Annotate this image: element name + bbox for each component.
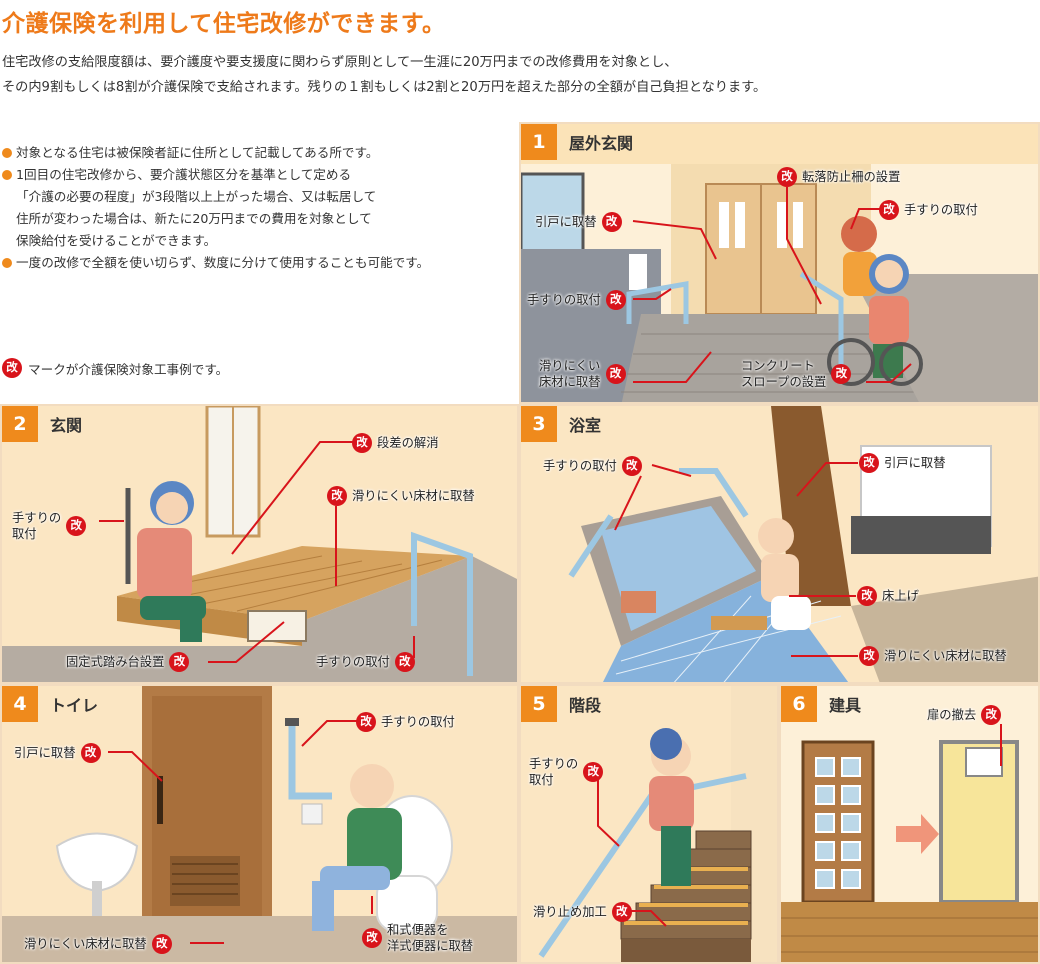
label-handrail: 手すりの 取付 改 bbox=[12, 510, 87, 542]
note-item: 1回目の住宅改修から、要介護状態区分を基準として定める bbox=[2, 164, 429, 186]
label-non-slip-floor: 改 滑りにくい床材に取替 bbox=[327, 486, 475, 506]
kai-mark-icon: 改 bbox=[981, 705, 1002, 725]
label-raised-floor: 改 床上げ bbox=[857, 586, 919, 606]
panel-number: 3 bbox=[521, 406, 557, 442]
panel-number: 6 bbox=[781, 686, 817, 722]
note-continuation: 住所が変わった場合は、新たに20万円までの費用を対象として bbox=[16, 211, 372, 226]
panel-outdoor-entrance: 1 屋外玄関 改 転落防止柵の設置 改 手すりの取付 引戸に取替 改 手すりの取… bbox=[519, 122, 1040, 404]
label-handrail: 手すりの 取付 改 bbox=[529, 756, 604, 788]
kai-mark-icon: 改 bbox=[621, 456, 642, 476]
label-step-removal: 改 段差の解消 bbox=[352, 433, 439, 453]
intro-line: その内9割もしくは8割が介護保険で支給されます。残りの１割もしくは2割と20万円… bbox=[2, 80, 767, 95]
kai-mark-icon: 改 bbox=[859, 453, 879, 473]
outdoor-entrance-illustration bbox=[521, 124, 1038, 402]
label-western-toilet: 改 和式便器を 洋式便器に取替 bbox=[362, 922, 473, 954]
kai-mark-icon: 改 bbox=[2, 358, 22, 378]
panel-header: 3 浴室 bbox=[521, 406, 601, 442]
panel-title: 玄関 bbox=[50, 416, 83, 435]
label-non-slip-floor: 滑りにくい 床材に取替 改 bbox=[539, 358, 626, 390]
kai-mark-icon: 改 bbox=[605, 364, 626, 384]
kai-mark-icon: 改 bbox=[352, 433, 372, 453]
label-handrail-2: 手すりの取付 改 bbox=[316, 652, 415, 672]
label-anti-slip: 滑り止め加工 改 bbox=[533, 902, 632, 922]
kai-mark-icon: 改 bbox=[327, 486, 347, 506]
panel-header: 5 階段 bbox=[521, 686, 601, 722]
bathroom-illustration bbox=[521, 406, 1038, 682]
kai-mark-icon: 改 bbox=[362, 928, 382, 948]
kai-mark-icon: 改 bbox=[169, 652, 190, 672]
kai-mark-icon: 改 bbox=[583, 762, 604, 782]
panel-stairs: 5 階段 手すりの 取付 改 滑り止め加工 改 bbox=[519, 684, 779, 964]
panel-title: 階段 bbox=[569, 696, 602, 715]
label-fall-prevention-fence: 改 転落防止柵の設置 bbox=[777, 167, 900, 187]
panel-title: 浴室 bbox=[569, 416, 602, 435]
kai-mark-icon: 改 bbox=[605, 290, 626, 310]
kai-mark-icon: 改 bbox=[394, 652, 415, 672]
panel-title: 建具 bbox=[829, 696, 862, 715]
panel-fittings: 6 建具 扉の撤去 改 bbox=[779, 684, 1040, 964]
panel-number: 5 bbox=[521, 686, 557, 722]
panel-title: 屋外玄関 bbox=[569, 134, 634, 153]
note-continuation: 保険給付を受けることができます。 bbox=[16, 233, 217, 248]
label-fixed-step: 固定式踏み台設置 改 bbox=[66, 652, 190, 672]
mark-legend-text: マークが介護保険対象工事例です。 bbox=[28, 361, 229, 377]
intro-text: 住宅改修の支給限度額は、要介護度や要支援度に関わらず原則として一生涯に20万円ま… bbox=[2, 50, 766, 100]
label-non-slip-floor: 滑りにくい床材に取替 改 bbox=[24, 934, 172, 954]
intro-line: 住宅改修の支給限度額は、要介護度や要支援度に関わらず原則として一生涯に20万円ま… bbox=[2, 55, 678, 70]
kai-mark-icon: 改 bbox=[611, 902, 632, 922]
panel-toilet: 4 トイレ 改 手すりの取付 引戸に取替 改 滑りにくい床材に取替 改 改 和式… bbox=[0, 684, 519, 964]
entrance-illustration bbox=[2, 406, 517, 682]
label-door-removal: 扉の撤去 改 bbox=[927, 705, 1002, 725]
kai-mark-icon: 改 bbox=[80, 743, 101, 763]
panel-header: 6 建具 bbox=[781, 686, 861, 722]
toilet-illustration bbox=[2, 686, 517, 962]
notes-list: 対象となる住宅は被保険者証に住所として記載してある所です。 1回目の住宅改修から… bbox=[2, 142, 429, 274]
stairs-illustration bbox=[521, 686, 777, 962]
mark-legend: 改 マークが介護保険対象工事例です。 bbox=[2, 358, 228, 378]
page-title: 介護保険を利用して住宅改修ができます。 bbox=[2, 11, 446, 37]
panel-number: 2 bbox=[2, 406, 38, 442]
panel-header: 2 玄関 bbox=[2, 406, 82, 442]
note-item: 一度の改修で全額を使い切らず、数度に分けて使用することも可能です。 bbox=[2, 252, 429, 274]
label-non-slip-floor: 改 滑りにくい床材に取替 bbox=[859, 646, 1007, 666]
panel-entrance: 2 玄関 改 段差の解消 改 滑りにくい床材に取替 手すりの 取付 改 固定式踏… bbox=[0, 404, 519, 684]
kai-mark-icon: 改 bbox=[356, 712, 376, 732]
kai-mark-icon: 改 bbox=[859, 646, 879, 666]
kai-mark-icon: 改 bbox=[66, 516, 87, 536]
kai-mark-icon: 改 bbox=[879, 200, 899, 220]
panel-header: 1 屋外玄関 bbox=[521, 124, 633, 160]
panel-number: 1 bbox=[521, 124, 557, 160]
label-sliding-door: 引戸に取替 改 bbox=[14, 743, 101, 763]
label-handrail-steps: 手すりの取付 改 bbox=[527, 290, 626, 310]
kai-mark-icon: 改 bbox=[151, 934, 172, 954]
label-sliding-door: 引戸に取替 改 bbox=[535, 212, 622, 232]
panel-header: 4 トイレ bbox=[2, 686, 98, 722]
label-handrail: 改 手すりの取付 bbox=[879, 200, 978, 220]
panel-title: トイレ bbox=[50, 696, 99, 715]
panel-number: 4 bbox=[2, 686, 38, 722]
label-sliding-door: 改 引戸に取替 bbox=[859, 453, 946, 473]
fittings-illustration bbox=[781, 686, 1038, 962]
kai-mark-icon: 改 bbox=[601, 212, 622, 232]
label-handrail: 改 手すりの取付 bbox=[356, 712, 455, 732]
label-handrail: 手すりの取付 改 bbox=[543, 456, 642, 476]
kai-mark-icon: 改 bbox=[777, 167, 797, 187]
note-continuation: 「介護の必要の程度」が3段階以上上がった場合、又は転居して bbox=[16, 189, 377, 204]
note-item: 対象となる住宅は被保険者証に住所として記載してある所です。 bbox=[2, 142, 429, 164]
label-concrete-slope: コンクリート スロープの設置 改 bbox=[741, 358, 852, 390]
panel-bathroom: 3 浴室 手すりの取付 改 改 引戸に取替 改 床上げ 改 滑りにくい床材に取替 bbox=[519, 404, 1040, 684]
kai-mark-icon: 改 bbox=[831, 364, 852, 384]
kai-mark-icon: 改 bbox=[857, 586, 877, 606]
